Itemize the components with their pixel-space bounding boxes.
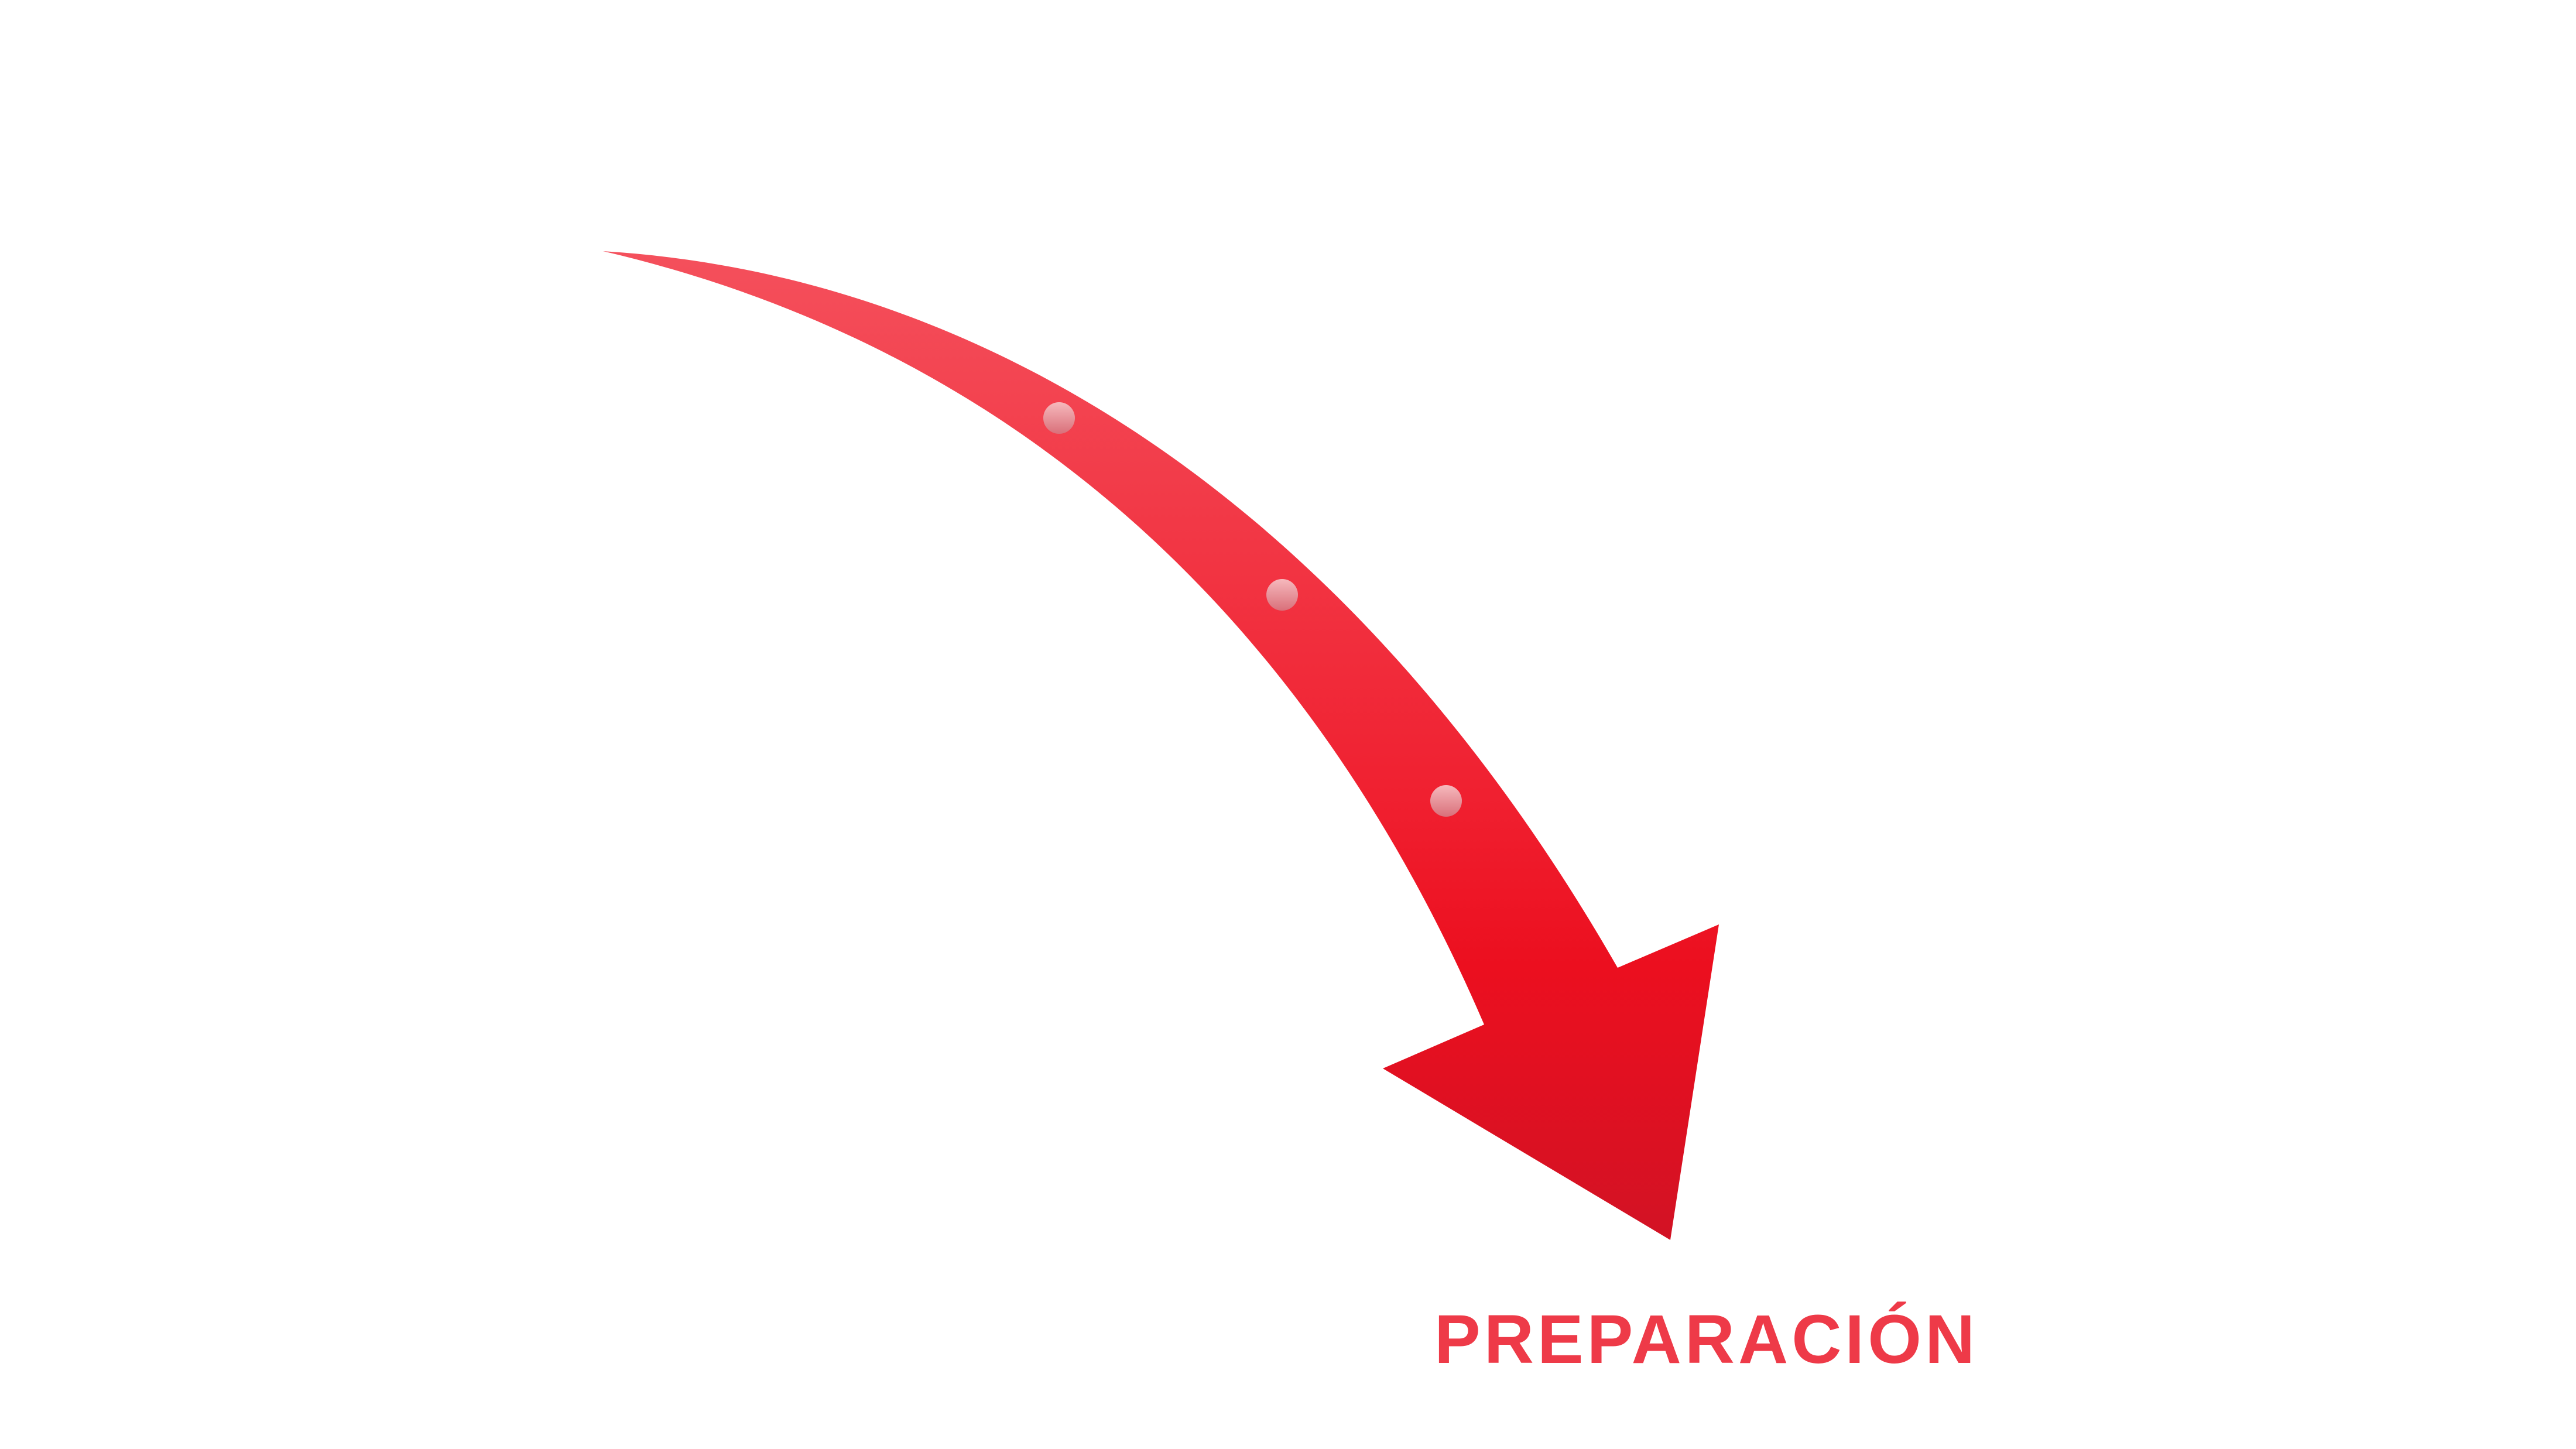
curved-arrow-icon <box>603 251 1719 1240</box>
arrow-dot-1 <box>1043 402 1075 434</box>
preparacion-label: PREPARACIÓN <box>1434 1301 1979 1378</box>
arrow-dot-3 <box>1430 785 1462 817</box>
arrow-dot-2 <box>1266 579 1298 611</box>
